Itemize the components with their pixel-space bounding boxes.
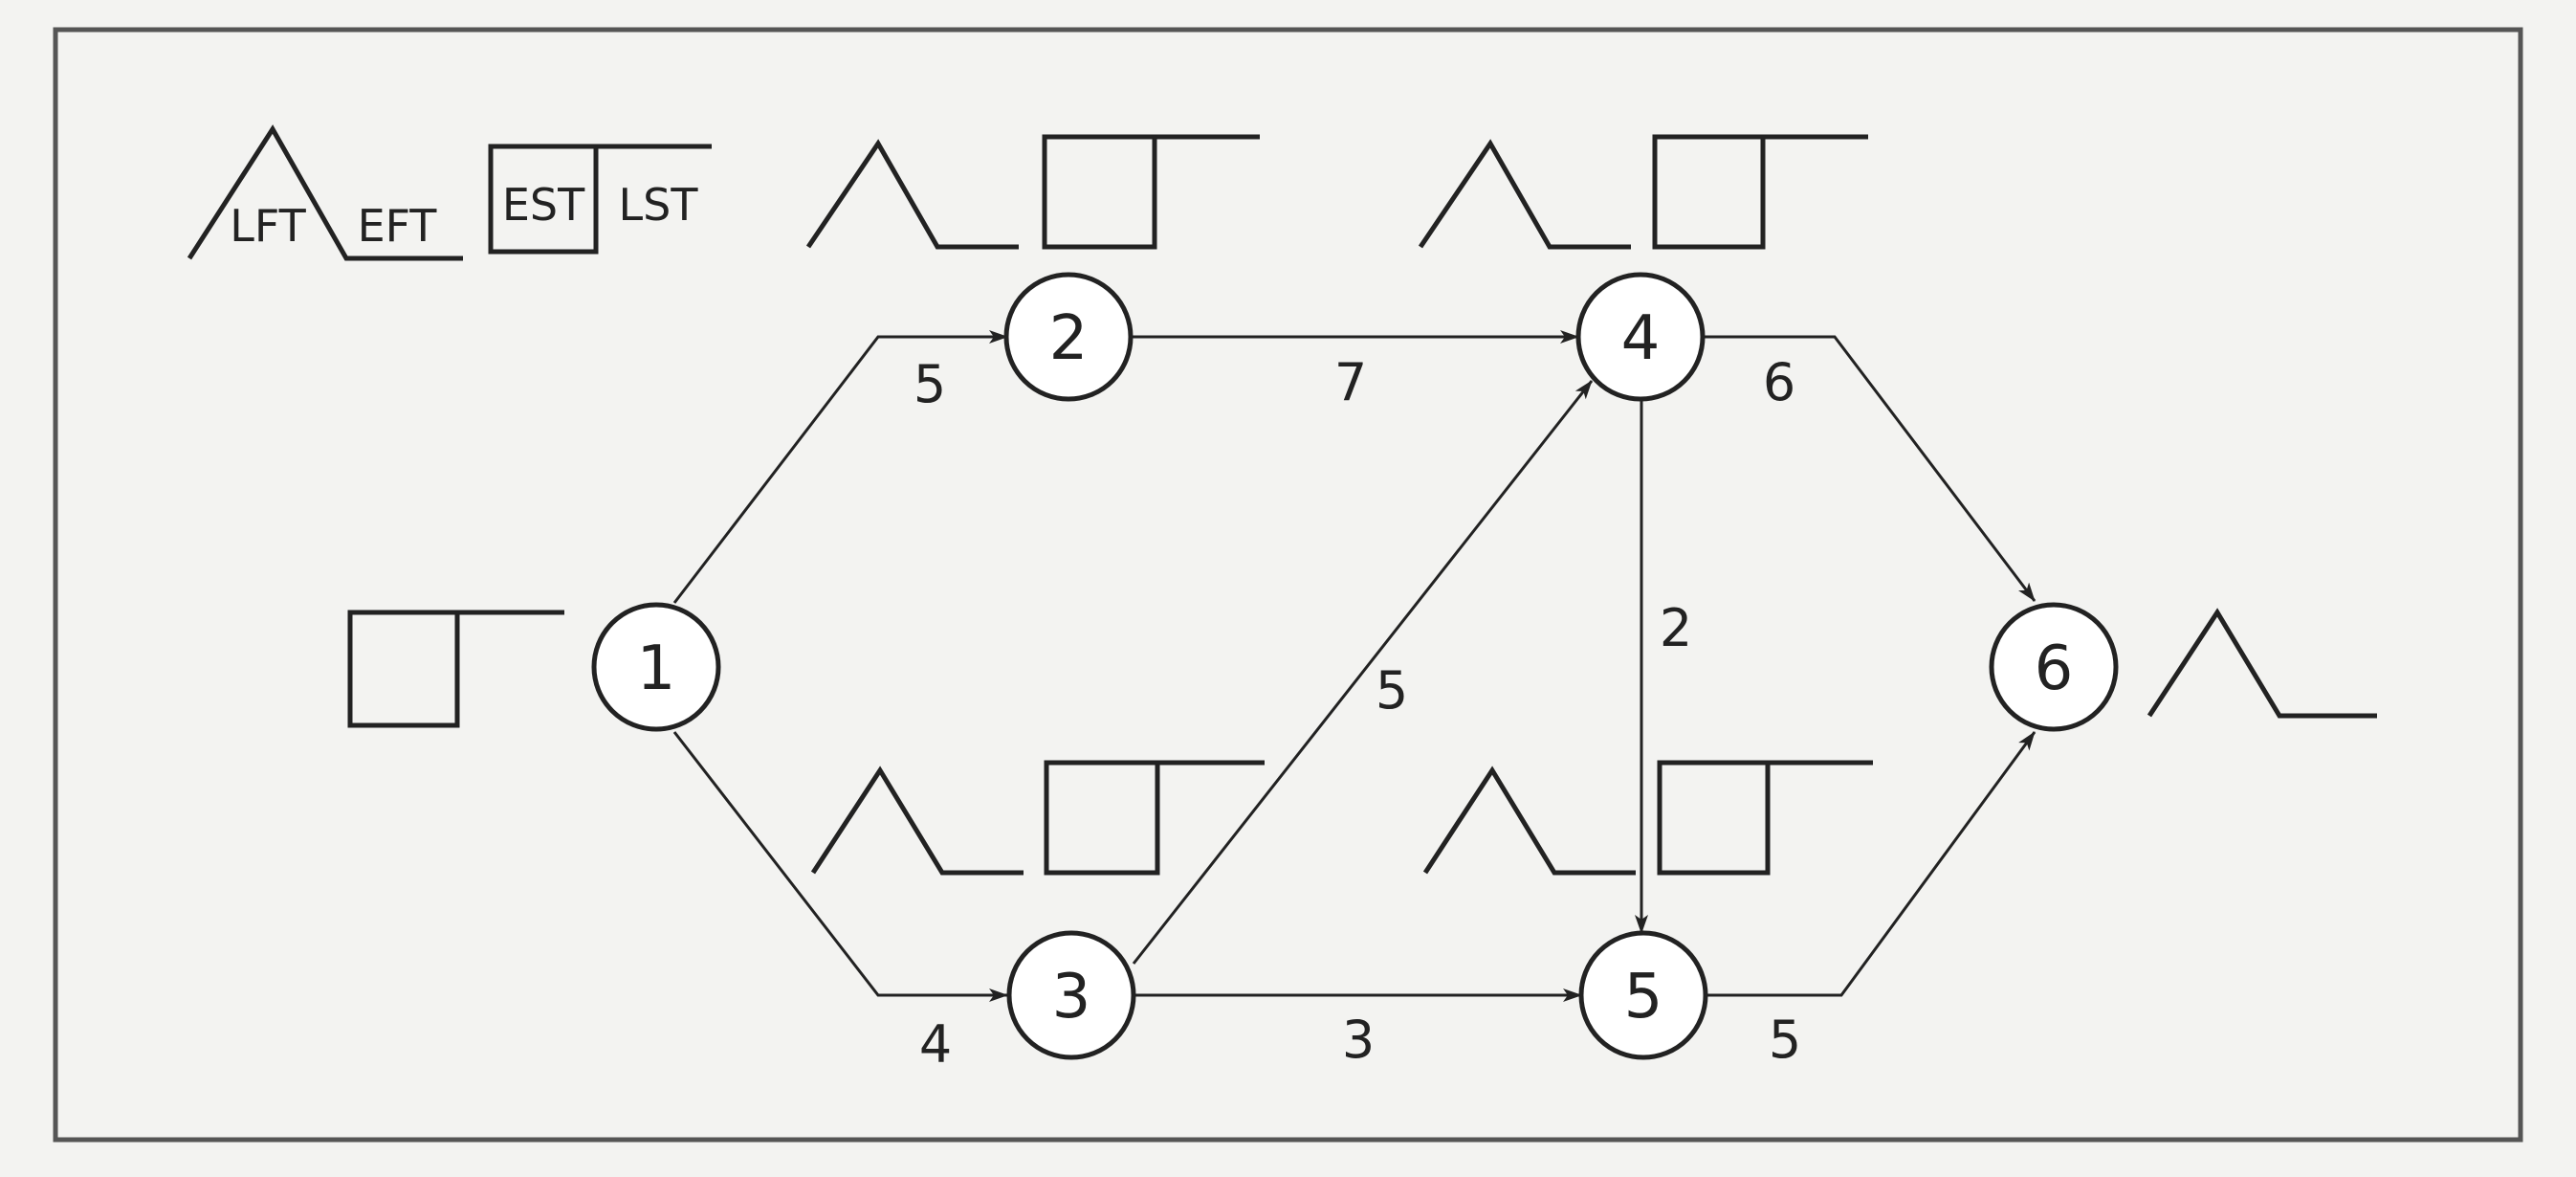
edge-3-4 [1132, 380, 1594, 965]
node-3: 3 [1006, 930, 1136, 1060]
node-5-circle [1578, 930, 1708, 1060]
edge-1-3 [672, 731, 1008, 1002]
node-6-lft-eft-slot [2147, 608, 2377, 719]
node-5-label: 5 [1624, 962, 1663, 1033]
node-1-est-lst-slot [347, 610, 564, 728]
legend-triangle-group: LFT EFT [187, 124, 463, 261]
edge-label-4-5: 2 [1660, 598, 1692, 658]
node-5: 5 [1578, 930, 1708, 1060]
node-3-circle [1006, 930, 1136, 1060]
edge-5-6 [1705, 731, 2037, 997]
node-2-lft-eft-slot [805, 139, 1019, 250]
node-1: 1 [591, 602, 721, 732]
node-2-label: 2 [1049, 303, 1089, 374]
legend-eft-label: EFT [358, 200, 438, 252]
edge-label-3-4: 5 [1376, 660, 1408, 721]
legend-lst-label: LST [619, 179, 699, 231]
legend-box-symbol [488, 144, 599, 255]
edge-label-1-2: 5 [914, 354, 946, 414]
node-5-est-lst-slot [1657, 760, 1873, 876]
edges [672, 330, 2037, 1002]
edge-1-2 [672, 330, 1008, 604]
legend-est-label: EST [502, 179, 585, 231]
node-4: 4 [1575, 272, 1706, 402]
edge-label-3-5: 3 [1342, 1010, 1375, 1070]
edge-label-5-6: 5 [1769, 1010, 1801, 1070]
node-6: 6 [1989, 602, 2119, 732]
edge-label-1-3: 4 [919, 1014, 952, 1075]
node-3-lft-eft-slot [810, 766, 1024, 876]
node-2: 2 [1003, 272, 1134, 402]
node-3-label: 3 [1052, 962, 1091, 1033]
node-6-label: 6 [2035, 633, 2074, 704]
node-6-circle [1989, 602, 2119, 732]
node-4-est-lst-slot [1652, 134, 1868, 250]
node-2-est-lst-slot [1042, 134, 1260, 250]
node-4-lft-eft-slot [1418, 139, 1631, 250]
node-5-lft-eft-slot [1422, 766, 1636, 876]
edge-label-4-6: 6 [1763, 352, 1795, 412]
edge-labels: 5 4 7 5 3 2 6 5 [914, 352, 1801, 1075]
nodes: 1 2 3 4 5 6 [591, 272, 2119, 1060]
diagram-frame [53, 27, 2523, 1143]
legend-triangle-symbol [187, 124, 463, 261]
node-4-label: 4 [1621, 303, 1661, 374]
legend: LFT EFT EST LST [187, 124, 712, 261]
edge-label-2-4: 7 [1334, 352, 1367, 412]
node-3-est-lst-slot [1044, 760, 1265, 876]
node-1-circle [591, 602, 721, 732]
node-4-circle [1575, 272, 1706, 402]
node-1-label: 1 [637, 633, 676, 704]
legend-lft-label: LFT [230, 200, 306, 252]
answer-slots [347, 134, 2377, 876]
node-2-circle [1003, 272, 1134, 402]
edge-4-6 [1703, 335, 2037, 602]
legend-box-group: EST LST [488, 144, 712, 255]
